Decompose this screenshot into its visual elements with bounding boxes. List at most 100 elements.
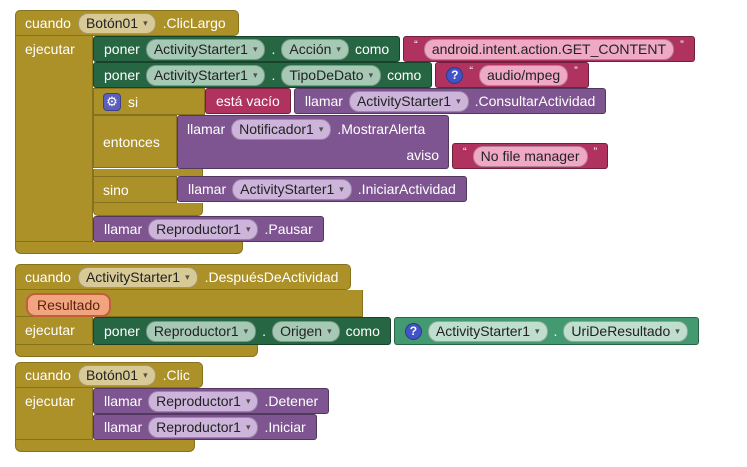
property-dropdown[interactable]: UriDeResultado ▾ [563, 320, 688, 342]
param-resultado[interactable]: Resultado [26, 293, 112, 317]
do-spine: ejecutar [15, 36, 93, 242]
call-label: llamar [104, 393, 143, 409]
string-block-no-file-manager[interactable]: “ No file manager ” [452, 143, 609, 169]
statement-set-action: poner ActivityStarter1 ▾ . Acción ▾ como [93, 36, 695, 62]
set-label: poner [104, 67, 140, 83]
if-block[interactable]: ⚙ si está vacío llamar ActivityStarter1 [93, 88, 609, 216]
if-block-foot [93, 203, 203, 216]
component-dropdown[interactable]: Reproductor1 ▾ [145, 320, 257, 342]
string-value-field[interactable]: android.intent.action.GET_CONTENT [423, 38, 675, 60]
if-label: si [128, 93, 139, 110]
statement-pausar: llamar Reproductor1 ▾ .Pausar [93, 216, 324, 242]
string-value-field[interactable]: No file manager [472, 145, 588, 167]
call-pausar[interactable]: llamar Reproductor1 ▾ .Pausar [93, 216, 324, 242]
event-block-clic[interactable]: cuando Botón01 ▾ .Clic ejecutar llamar R… [15, 362, 330, 452]
chevron-down-icon: ▾ [456, 95, 461, 106]
dot-separator: . [271, 67, 276, 83]
call-iniciar-actividad[interactable]: llamar ActivityStarter1 ▾ .IniciarActivi… [177, 176, 467, 202]
component-dropdown[interactable]: Reproductor1 ▾ [148, 218, 259, 240]
component-dropdown[interactable]: ActivityStarter1 ▾ [145, 64, 266, 86]
call-detener[interactable]: llamar Reproductor1 ▾ .Detener [93, 388, 330, 414]
method-name: .IniciarActividad [357, 181, 456, 197]
dot-separator: . [553, 323, 558, 339]
is-empty-block[interactable]: está vacío [205, 88, 291, 114]
else-section: sino [93, 176, 177, 203]
string-block-datatype[interactable]: ? “ audio/mpeg ” [435, 62, 589, 88]
call-consultar-actividad[interactable]: llamar ActivityStarter1 ▾ .ConsultarActi… [293, 88, 607, 114]
statement-detener: llamar Reproductor1 ▾ .Detener [93, 388, 330, 414]
event-header[interactable]: cuando ActivityStarter1 ▾ .DespuésDeActi… [15, 264, 352, 290]
setter-block[interactable]: poner ActivityStarter1 ▾ . TipoDeDato ▾ … [93, 62, 433, 88]
to-label: como [345, 323, 380, 339]
property-dropdown[interactable]: Acción ▾ [281, 38, 349, 60]
getter-uri-de-resultado[interactable]: ? ActivityStarter1 ▾ . UriDeResultado ▾ [393, 317, 699, 345]
call-label: llamar [104, 419, 143, 435]
chevron-down-icon: ▾ [245, 421, 251, 432]
dot-separator: . [262, 323, 267, 339]
if-block-divider [93, 169, 203, 176]
open-quote: “ [469, 65, 473, 77]
component-dropdown[interactable]: Botón01 ▾ [77, 364, 156, 386]
method-name: .Pausar [264, 221, 313, 237]
event-block-foot [15, 345, 258, 357]
chevron-down-icon: ▾ [185, 271, 190, 282]
close-quote: ” [593, 146, 598, 158]
when-label: cuando [25, 15, 71, 31]
do-label: ejecutar [25, 322, 75, 338]
event-block-foot [15, 440, 195, 452]
chevron-down-icon: ▾ [252, 69, 258, 80]
chevron-down-icon: ▾ [327, 325, 332, 336]
call-mostrar-alerta[interactable]: llamar Notificador1 ▾ .MostrarAlerta avi… [177, 115, 449, 169]
component-dropdown[interactable]: Reproductor1 ▾ [148, 390, 259, 412]
component-dropdown[interactable]: ActivityStarter1 ▾ [145, 38, 266, 60]
property-dropdown[interactable]: Origen ▾ [272, 320, 340, 342]
method-name: .MostrarAlerta [337, 121, 426, 137]
event-block-despues-de-actividad[interactable]: cuando ActivityStarter1 ▾ .DespuésDeActi… [15, 264, 699, 357]
chevron-down-icon: ▾ [143, 369, 148, 380]
then-section: entonces [93, 115, 177, 168]
property-dropdown[interactable]: TipoDeDato ▾ [281, 64, 382, 86]
setter-block[interactable]: poner ActivityStarter1 ▾ . Acción ▾ como [93, 36, 401, 62]
chevron-down-icon: ▾ [535, 325, 540, 336]
gear-icon[interactable]: ⚙ [103, 92, 121, 111]
component-dropdown[interactable]: ActivityStarter1 ▾ [232, 178, 352, 200]
string-block-action[interactable]: “ android.intent.action.GET_CONTENT ” [403, 36, 695, 62]
statement-iniciar: llamar Reproductor1 ▾ .Iniciar [93, 414, 317, 440]
string-value-field[interactable]: audio/mpeg [479, 64, 569, 86]
then-label: entonces [103, 133, 160, 150]
call-label: llamar [104, 221, 143, 237]
do-spine: ejecutar [15, 388, 93, 440]
chevron-down-icon: ▾ [339, 183, 344, 194]
do-label: ejecutar [25, 41, 75, 57]
help-icon[interactable]: ? [446, 66, 464, 84]
event-header[interactable]: cuando Botón01 ▾ .ClicLargo [15, 10, 239, 36]
event-block-foot [15, 242, 243, 254]
chevron-down-icon: ▾ [245, 395, 251, 406]
to-label: como [354, 41, 390, 57]
component-dropdown[interactable]: Reproductor1 ▾ [148, 416, 259, 438]
close-quote: ” [574, 65, 578, 77]
event-block-cliclargo[interactable]: cuando Botón01 ▾ .ClicLargo ejecutar pon… [15, 10, 695, 254]
call-iniciar[interactable]: llamar Reproductor1 ▾ .Iniciar [93, 414, 317, 440]
component-dropdown[interactable]: Botón01 ▾ [77, 12, 156, 34]
chevron-down-icon: ▾ [245, 223, 251, 234]
chevron-down-icon: ▾ [318, 123, 324, 134]
open-quote: “ [463, 146, 467, 158]
component-dropdown[interactable]: ActivityStarter1 ▾ [348, 90, 469, 112]
param-band: Resultado [15, 290, 363, 317]
close-quote: ” [680, 39, 684, 51]
event-name: .Clic [162, 367, 190, 383]
chevron-down-icon: ▾ [243, 325, 249, 336]
call-label: llamar [187, 121, 226, 137]
statement-set-origen: poner Reproductor1 ▾ . Origen ▾ como [93, 317, 699, 345]
setter-block[interactable]: poner Reproductor1 ▾ . Origen ▾ como [93, 317, 391, 345]
component-dropdown[interactable]: Notificador1 ▾ [231, 118, 332, 140]
component-dropdown[interactable]: ActivityStarter1 ▾ [77, 266, 198, 288]
method-name: .Detener [264, 393, 319, 409]
dot-separator: . [271, 41, 276, 57]
event-name: .ClicLargo [162, 15, 226, 31]
help-icon[interactable]: ? [404, 322, 422, 340]
component-dropdown[interactable]: ActivityStarter1 ▾ [427, 320, 548, 342]
event-header[interactable]: cuando Botón01 ▾ .Clic [15, 362, 203, 388]
